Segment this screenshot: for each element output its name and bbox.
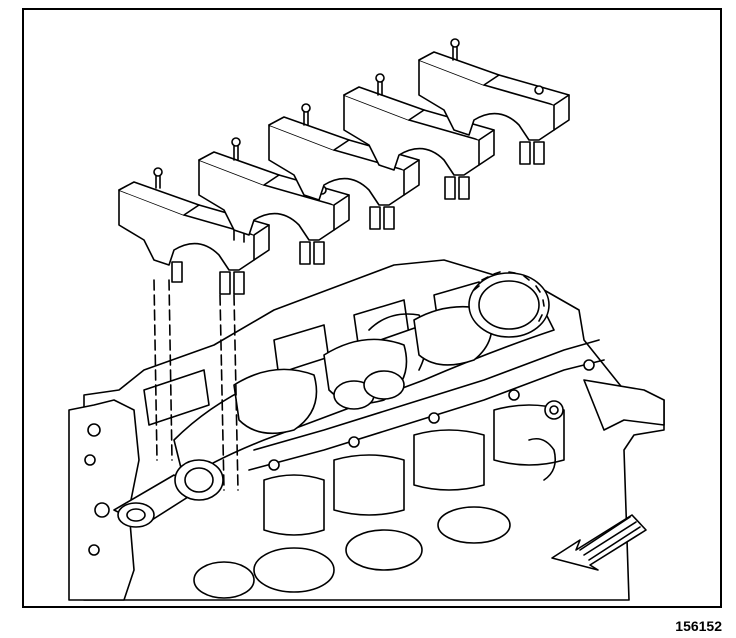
engine-block — [69, 260, 664, 600]
bearing-cap-5 — [419, 39, 569, 164]
crankshaft — [114, 272, 554, 527]
figure-id-label: 156152 — [675, 618, 722, 634]
illustration-frame — [22, 8, 722, 608]
front-arrow-icon — [552, 515, 646, 570]
engine-block-crankshaft-illustration — [24, 10, 722, 608]
alignment-lines — [154, 280, 238, 490]
bearing-cap-3 — [269, 104, 419, 229]
